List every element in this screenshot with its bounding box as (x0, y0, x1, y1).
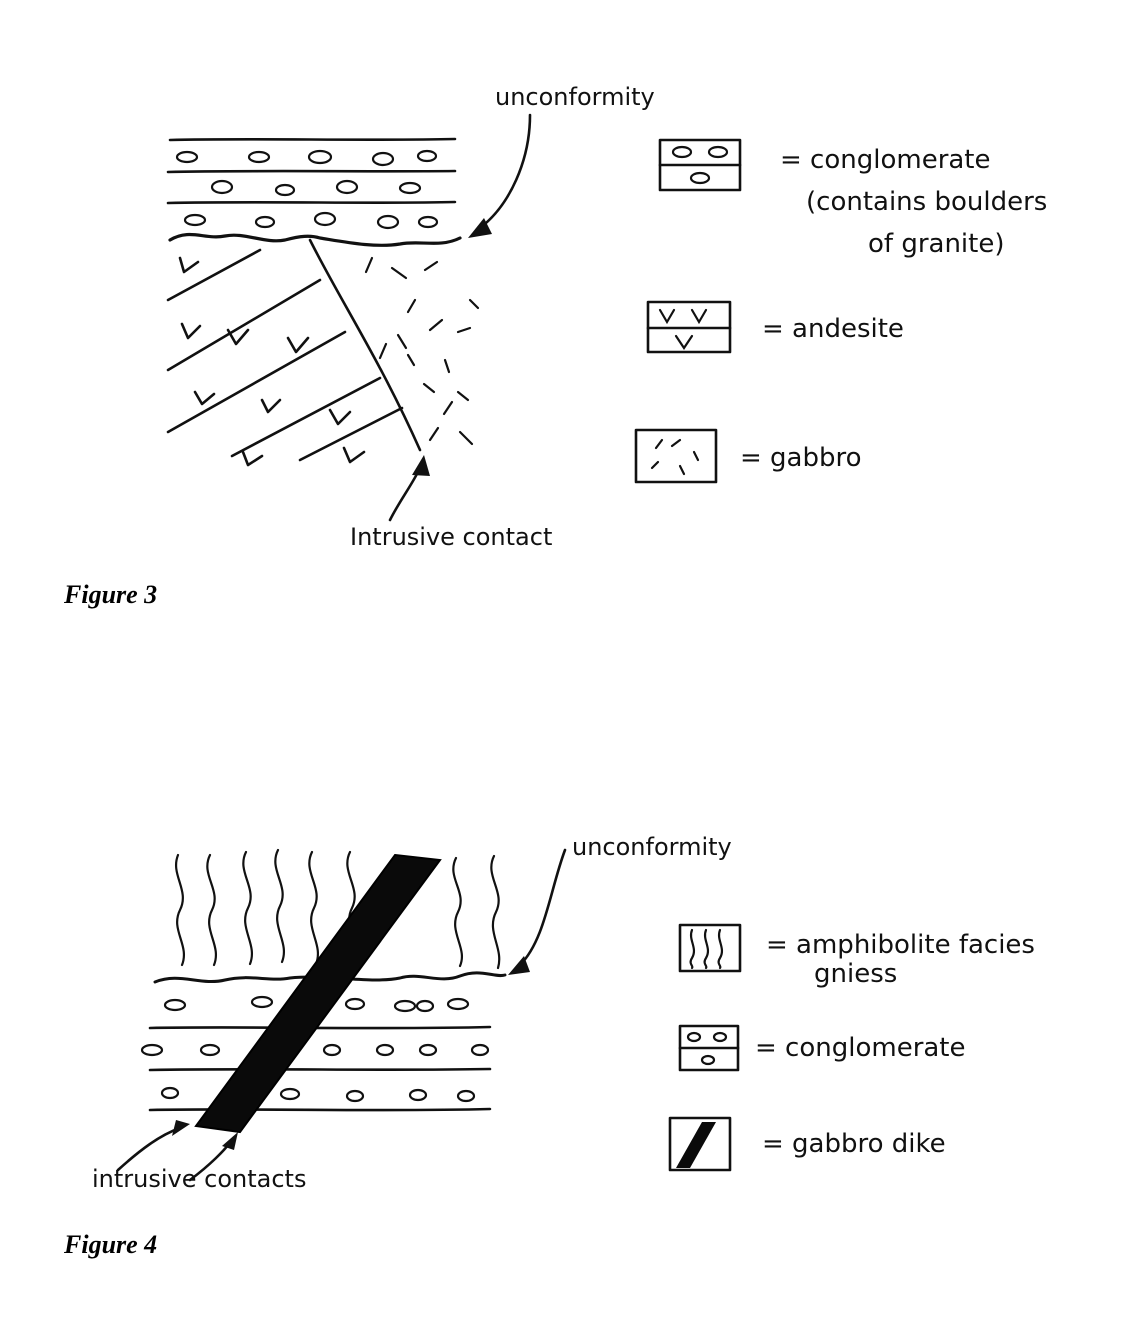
legend-gneiss-note: gniess (814, 959, 897, 989)
andesite-layers (166, 248, 404, 467)
figure-3-caption: Figure 3 (64, 580, 158, 609)
unconformity-label: unconformity (495, 83, 655, 111)
conglomerate-swatch (658, 138, 742, 192)
gabbro-swatch (634, 428, 718, 484)
legend-conglomerate-note-2: of granite) (868, 229, 1005, 259)
intrusive-contact-line (308, 238, 422, 452)
legend-conglomerate-text-2: = conglomerate (755, 1033, 966, 1063)
unconformity-label-2: unconformity (572, 833, 732, 861)
figure-4-sketch: unconformity intrusive contacts = amphib… (92, 833, 1035, 1193)
legend-conglomerate-text: = conglomerate (780, 145, 991, 175)
figure-4-caption: Figure 4 (64, 1230, 158, 1259)
figure-3-sketch: unconformity Intrusive contact = conglom… (166, 83, 1047, 551)
legend-gabbro-dike-text: = gabbro dike (762, 1129, 946, 1159)
legend-gneiss-text: = amphibolite facies (766, 930, 1035, 960)
andesite-swatch (646, 300, 732, 354)
intrusive-contacts-label: intrusive contacts (92, 1165, 306, 1193)
gabbro-dike (194, 853, 442, 1134)
unconformity-line (168, 232, 462, 247)
conglomerate-swatch-2 (678, 1024, 740, 1072)
gabbro-body (364, 256, 480, 446)
intrusive-contact-label: Intrusive contact (350, 523, 552, 551)
legend-gabbro-text: = gabbro (740, 443, 862, 473)
legend-conglomerate-note-1: (contains boulders (806, 187, 1047, 217)
figure-4: unconformity intrusive contacts = amphib… (0, 760, 1132, 1300)
legend-figure-3: = conglomerate (contains boulders of gra… (634, 138, 1047, 484)
conglomerate-layers (166, 137, 457, 230)
legend-figure-4: = amphibolite facies gniess = conglomera… (668, 923, 1035, 1172)
gneiss-swatch (678, 923, 742, 973)
gabbro-dike-swatch (668, 1116, 732, 1172)
figure-3: unconformity Intrusive contact = conglom… (0, 0, 1132, 620)
legend-andesite-text: = andesite (762, 314, 904, 344)
